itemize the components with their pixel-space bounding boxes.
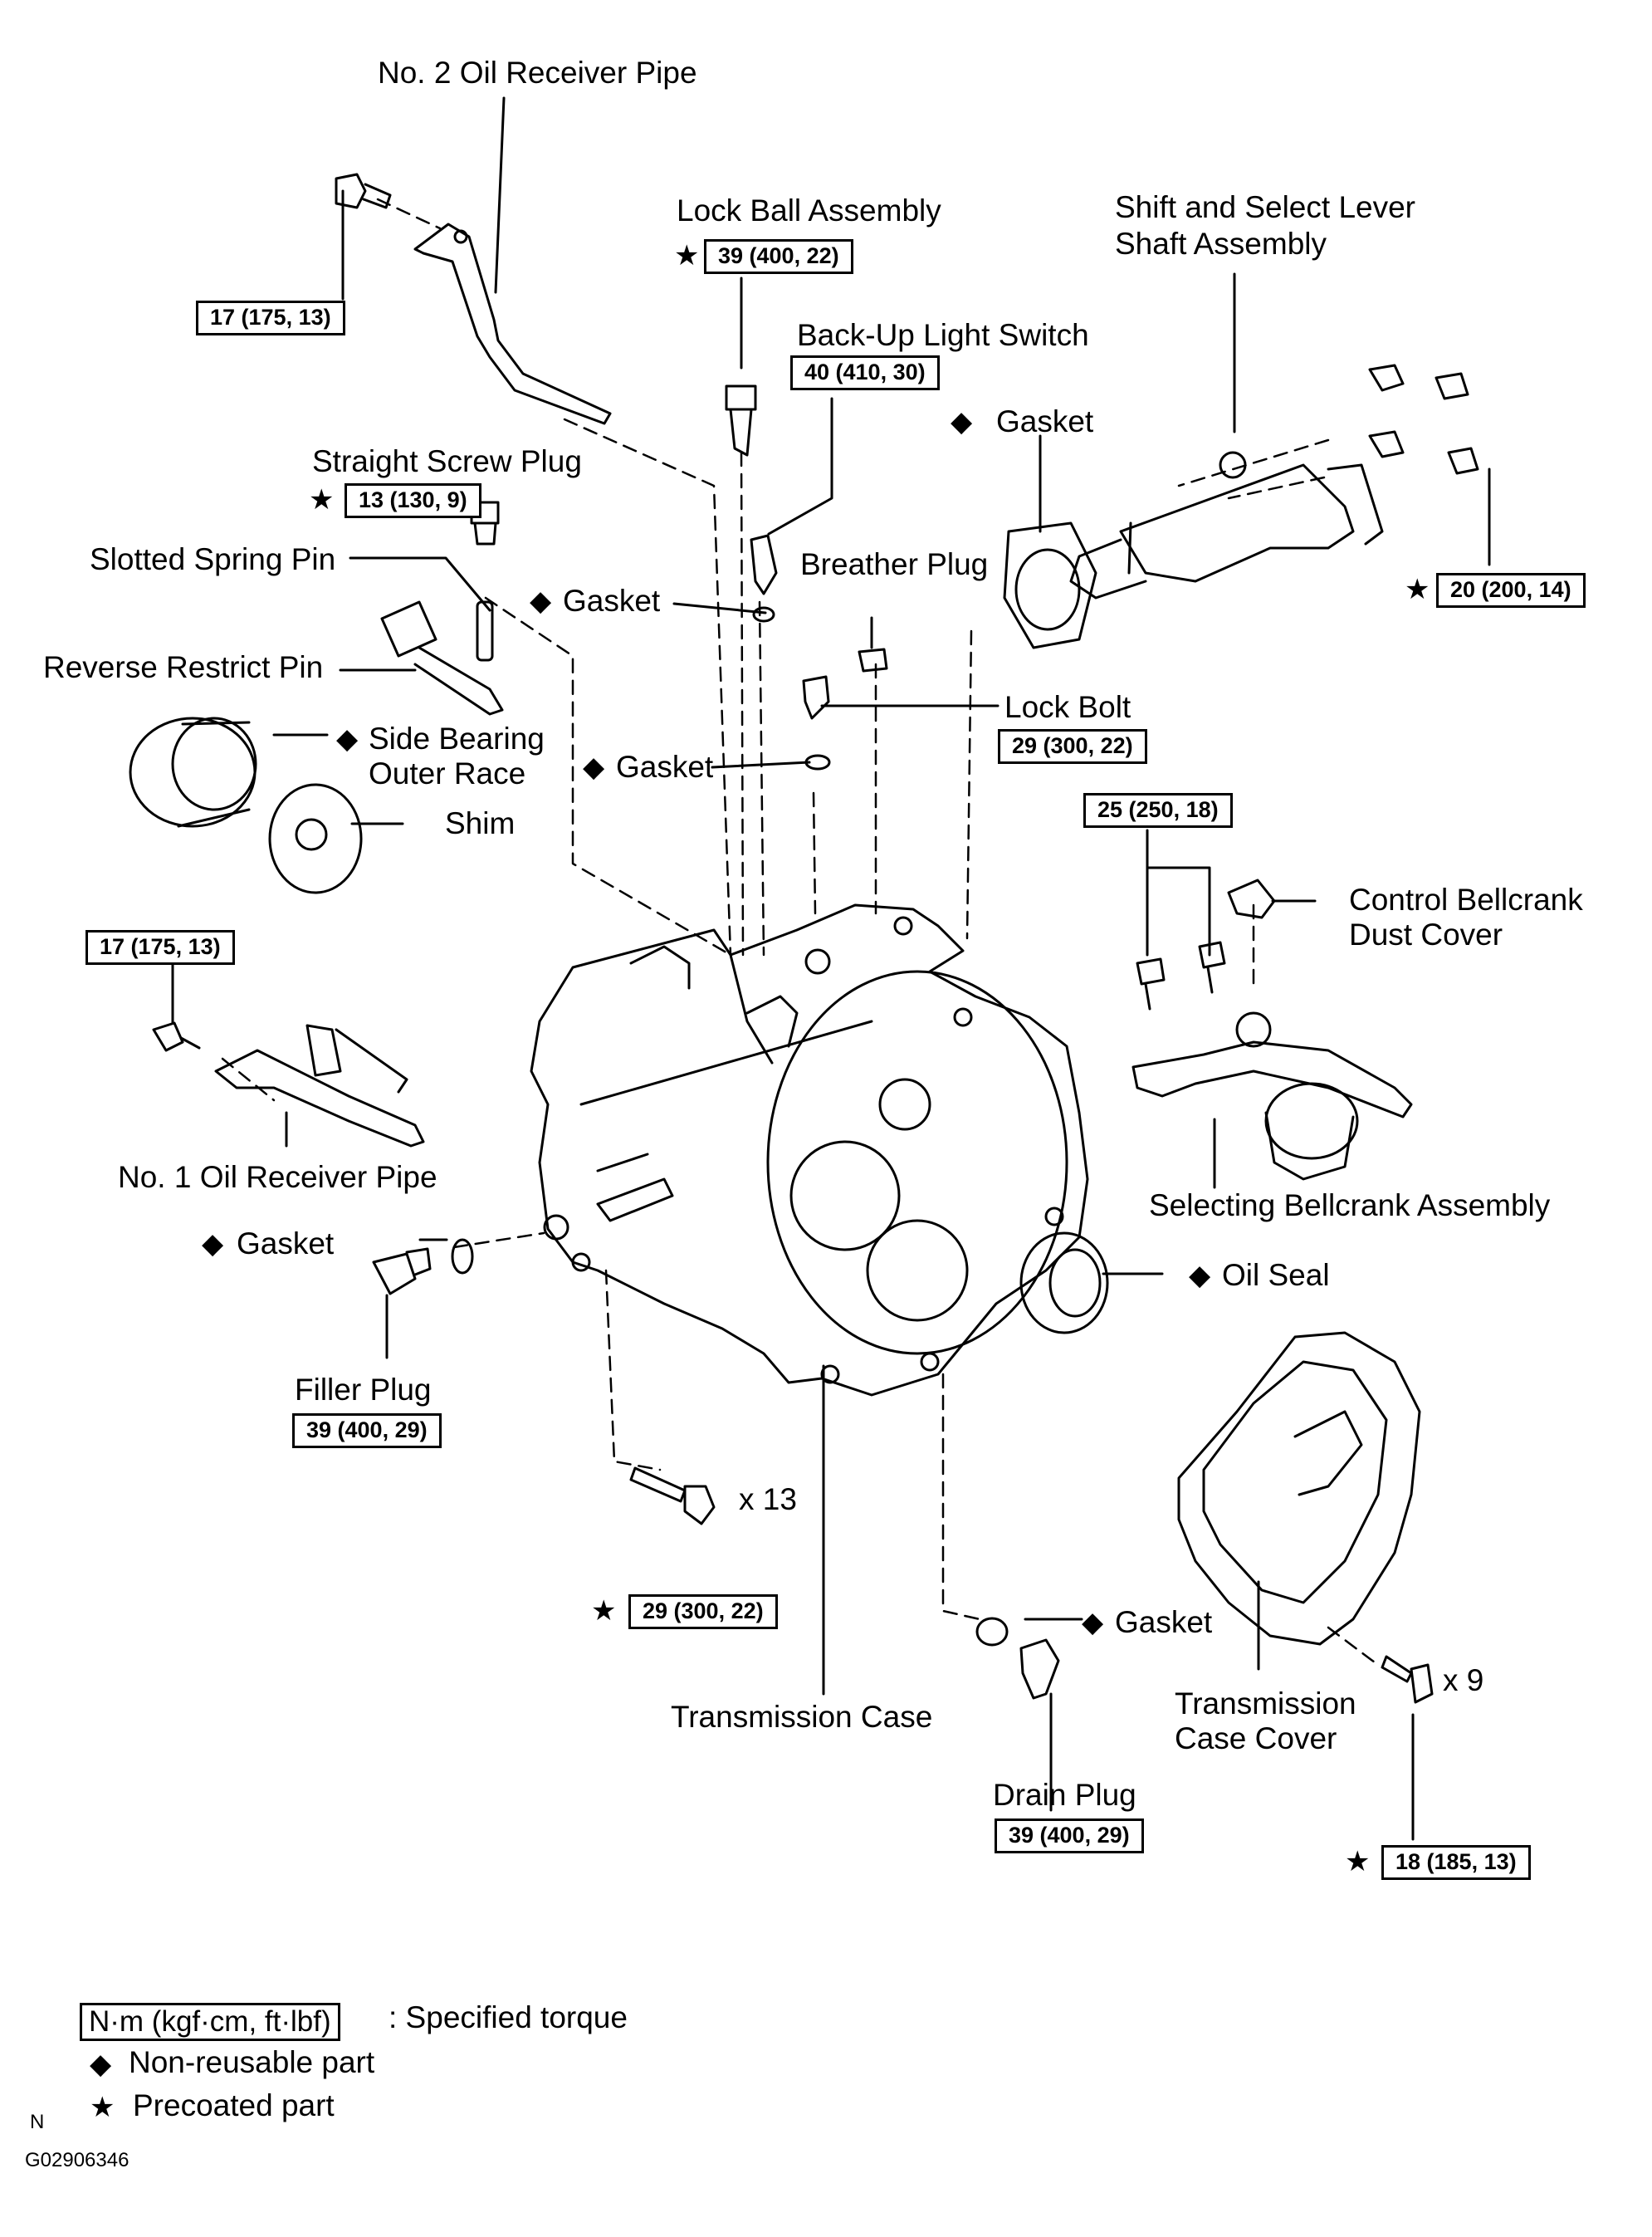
torque-no2-pipe: 17 (175, 13) <box>196 301 345 335</box>
label-reverse-restrict-pin: Reverse Restrict Pin <box>43 650 324 684</box>
diamond-icon: ◆ <box>951 406 973 438</box>
torque-shift-select: 20 (200, 14) <box>1436 573 1586 608</box>
star-icon: ★ <box>90 2092 115 2123</box>
shift-select-lever-shaft <box>1069 451 1384 600</box>
torque-filler-plug: 39 (400, 29) <box>292 1413 442 1448</box>
torque-straight-plug: 13 (130, 9) <box>345 483 481 518</box>
torque-lock-ball: 39 (400, 22) <box>704 239 853 274</box>
transmission-case-cover <box>1177 1331 1421 1646</box>
torque-no1-pipe: 17 (175, 13) <box>86 930 235 965</box>
label-slotted-spring-pin: Slotted Spring Pin <box>90 542 336 576</box>
slotted-spring-pin <box>476 600 494 662</box>
star-icon: ★ <box>1405 574 1430 605</box>
backup-light-switch <box>750 534 778 595</box>
label-selecting-bellcrank: Selecting Bellcrank Assembly <box>1149 1188 1551 1222</box>
footer-letter: N <box>30 2111 45 2133</box>
star-icon: ★ <box>674 240 700 272</box>
label-x13: x 13 <box>739 1482 797 1516</box>
diamond-icon: ◆ <box>1082 1607 1104 1638</box>
label-shim: Shim <box>445 806 516 840</box>
case-bolt <box>629 1466 716 1525</box>
transmission-case <box>530 903 1089 1397</box>
cover-bolt <box>1381 1655 1434 1704</box>
legend-unit-text: : Specified torque <box>389 2000 628 2034</box>
figure-code: G02906346 <box>25 2149 130 2171</box>
side-bearing-outer-race <box>129 717 257 828</box>
label-no2-oil-receiver-pipe: No. 2 Oil Receiver Pipe <box>378 56 697 90</box>
star-icon: ★ <box>591 1595 617 1627</box>
gasket-small-2 <box>804 754 831 771</box>
label-gasket-mid: Gasket <box>563 584 661 618</box>
label-backup-light-switch: Back-Up Light Switch <box>797 318 1089 352</box>
oil-seal <box>1019 1231 1109 1334</box>
no2-oil-receiver-pipe <box>413 223 612 425</box>
label-straight-screw-plug: Straight Screw Plug <box>312 444 582 478</box>
lock-bolt <box>802 675 830 720</box>
torque-bellcrank-bolts: 25 (250, 18) <box>1083 793 1233 828</box>
diamond-icon: ◆ <box>202 1228 224 1260</box>
shift-select-bolts <box>1368 364 1479 475</box>
label-oil-seal: Oil Seal <box>1222 1258 1330 1292</box>
bolt-no2-pipe <box>335 173 392 209</box>
torque-lock-bolt: 29 (300, 22) <box>998 729 1147 764</box>
gasket-filler <box>451 1238 474 1275</box>
gasket-drain <box>975 1617 1009 1647</box>
label-side-bearing-1: Side Bearing <box>369 722 545 756</box>
label-drain-plug: Drain Plug <box>993 1778 1136 1812</box>
label-no1-oil-receiver-pipe: No. 1 Oil Receiver Pipe <box>118 1160 437 1194</box>
legend-precoated: Precoated part <box>133 2088 335 2122</box>
drain-plug <box>1019 1638 1060 1700</box>
label-gasket-low: Gasket <box>616 750 714 784</box>
gasket-small-1 <box>752 606 775 623</box>
label-side-bearing-2: Outer Race <box>369 756 526 791</box>
breather-plug <box>858 648 888 673</box>
selecting-bellcrank-assembly <box>1131 1011 1413 1181</box>
star-icon: ★ <box>309 484 335 516</box>
gasket-top-plate <box>1003 521 1097 649</box>
label-breather-plug: Breather Plug <box>800 547 989 581</box>
label-transmission-case: Transmission Case <box>671 1700 933 1734</box>
label-x9: x 9 <box>1443 1663 1484 1697</box>
label-shift-select-2: Shaft Assembly <box>1115 227 1327 261</box>
shim <box>268 783 363 894</box>
torque-backup-switch: 40 (410, 30) <box>790 355 940 390</box>
label-gasket-drain: Gasket <box>1115 1605 1213 1639</box>
bolt-no1-pipe <box>152 1021 201 1052</box>
diamond-icon: ◆ <box>1189 1260 1211 1291</box>
label-case-cover-2: Case Cover <box>1175 1721 1337 1755</box>
dashed-assembly-lines <box>221 198 1380 1667</box>
no1-oil-receiver-pipe <box>214 1024 425 1148</box>
lock-ball-assembly <box>725 384 757 457</box>
diamond-icon: ◆ <box>336 723 359 755</box>
diamond-icon: ◆ <box>530 585 552 617</box>
filler-plug <box>372 1247 432 1295</box>
label-filler-plug: Filler Plug <box>295 1373 432 1407</box>
label-gasket-top: Gasket <box>996 404 1094 438</box>
label-lock-bolt: Lock Bolt <box>1004 690 1131 724</box>
legend-non-reusable: Non-reusable part <box>129 2045 375 2079</box>
reverse-restrict-pin <box>380 600 504 716</box>
star-icon: ★ <box>1345 1846 1371 1877</box>
diamond-icon: ◆ <box>90 2049 112 2080</box>
legend-unit-box: N·m (kgf·cm, ft·lbf) <box>80 2003 340 2041</box>
label-lock-ball-assembly: Lock Ball Assembly <box>677 193 941 228</box>
torque-case-bolts: 29 (300, 22) <box>628 1594 778 1629</box>
torque-drain-plug: 39 (400, 29) <box>995 1818 1144 1853</box>
diamond-icon: ◆ <box>583 751 605 783</box>
label-gasket-filler: Gasket <box>237 1226 335 1260</box>
bellcrank-bolts <box>1136 941 1226 1011</box>
label-case-cover-1: Transmission <box>1175 1686 1356 1721</box>
label-dust-cover-2: Dust Cover <box>1349 918 1503 952</box>
torque-cover-bolts: 18 (185, 13) <box>1381 1845 1531 1880</box>
label-dust-cover-1: Control Bellcrank <box>1349 883 1583 917</box>
label-shift-select-1: Shift and Select Lever <box>1115 190 1415 224</box>
control-bellcrank-dust-cover <box>1227 879 1276 919</box>
